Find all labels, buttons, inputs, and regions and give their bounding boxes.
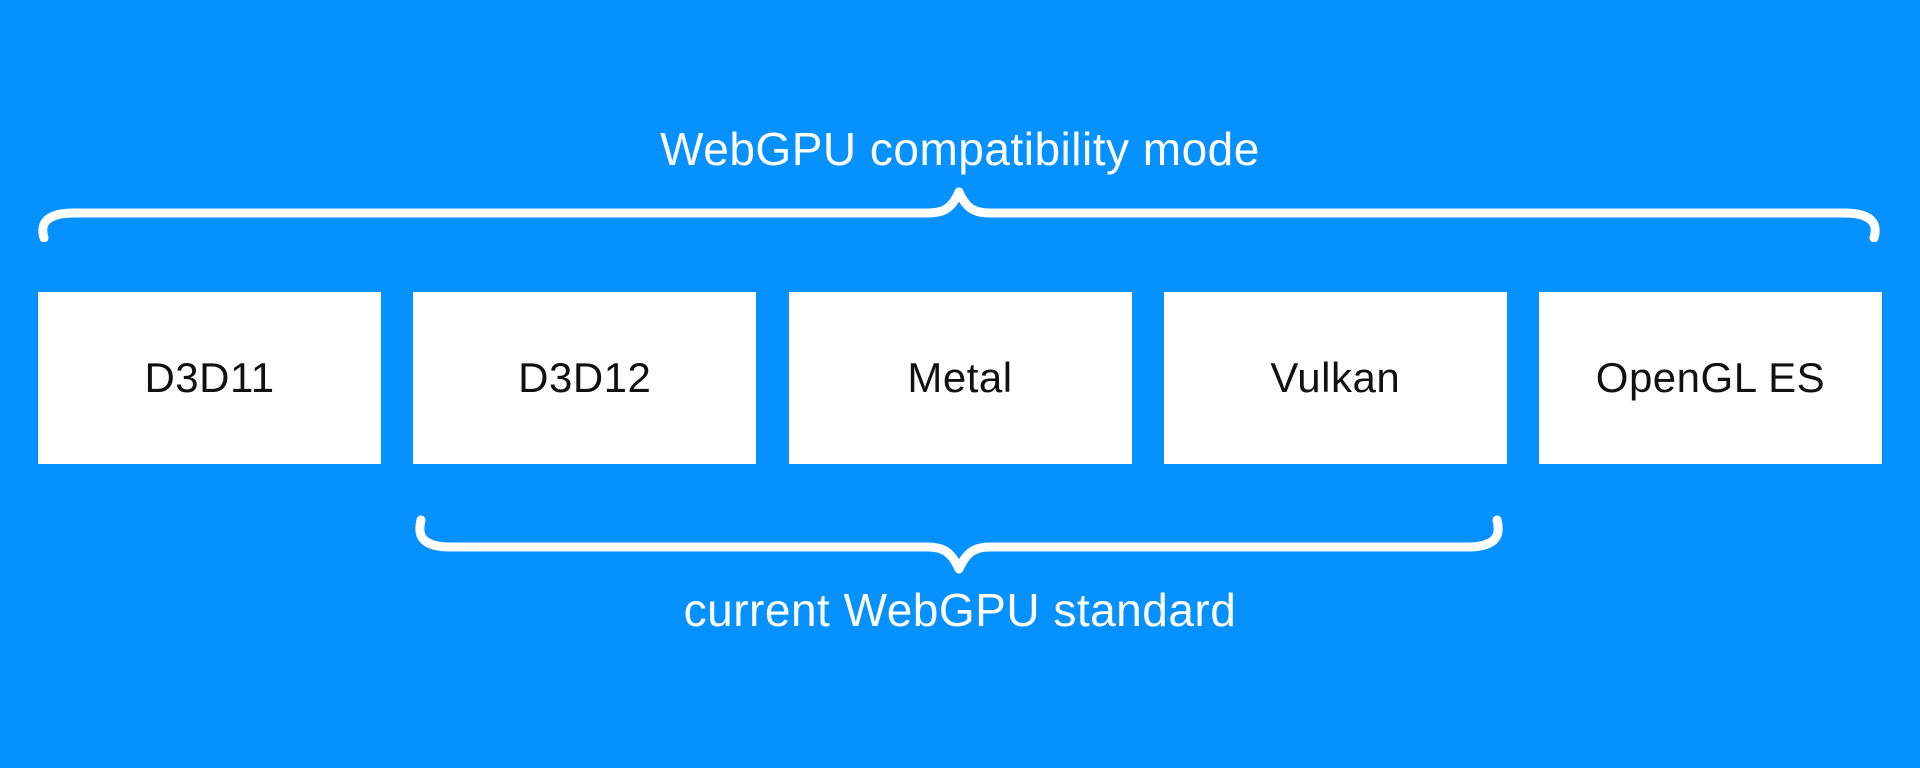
api-box-metal-label: Metal xyxy=(907,354,1013,401)
bottom-brace xyxy=(415,515,1503,574)
api-box-d3d12: D3D12 xyxy=(413,292,757,464)
api-box-vulkan-label: Vulkan xyxy=(1270,354,1401,401)
api-box-metal: Metal xyxy=(788,292,1132,464)
top-brace-path xyxy=(38,187,1880,242)
api-box-row: D3D11 D3D12 Metal Vulkan OpenGL ES xyxy=(0,292,1920,464)
api-box-opengl-es-label: OpenGL ES xyxy=(1595,354,1826,401)
api-box-d3d11-label: D3D11 xyxy=(144,354,275,401)
api-box-d3d12-label: D3D12 xyxy=(518,354,652,401)
bottom-brace-path xyxy=(415,515,1503,574)
compatibility-mode-label: WebGPU compatibility mode xyxy=(660,123,1260,175)
api-box-d3d11: D3D11 xyxy=(38,292,381,464)
api-box-opengl-es: OpenGL ES xyxy=(1539,292,1882,464)
top-brace xyxy=(38,187,1880,242)
api-box-vulkan: Vulkan xyxy=(1163,292,1507,464)
current-standard-label: current WebGPU standard xyxy=(683,584,1237,636)
